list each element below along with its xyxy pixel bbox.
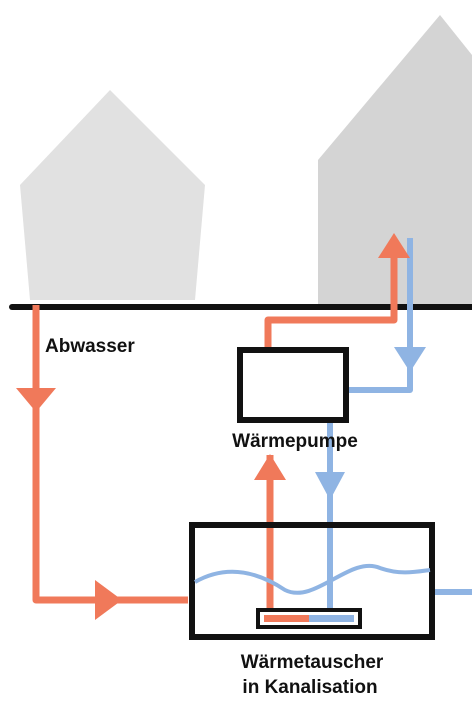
house-cold-pipe — [348, 238, 413, 393]
cold-return-arrow-icon — [315, 472, 345, 500]
wastewater-right-arrow-icon — [95, 580, 122, 620]
house-left-icon — [20, 90, 205, 300]
water-surface — [194, 563, 431, 595]
wastewater-down-arrow-icon — [16, 388, 56, 412]
warm-supply-pipe — [264, 252, 398, 350]
exchanger-warm-half — [264, 615, 309, 622]
warm-exchanger-arrow-icon — [254, 454, 286, 480]
heat-exchanger-label-line1: Wärmetauscher — [241, 652, 384, 673]
warm-supply-arrow-icon — [378, 233, 410, 258]
heat-exchanger-box — [189, 522, 435, 640]
heat-exchanger-label-line2: in Kanalisation — [242, 677, 377, 698]
heat-pump-box — [237, 347, 349, 423]
house-cold-arrow-icon — [394, 347, 426, 372]
exchanger-cold-half — [309, 615, 354, 622]
house-right-icon — [318, 15, 472, 305]
heat-pump-label: Wärmepumpe — [232, 431, 358, 452]
wastewater-label: Abwasser — [45, 336, 135, 357]
